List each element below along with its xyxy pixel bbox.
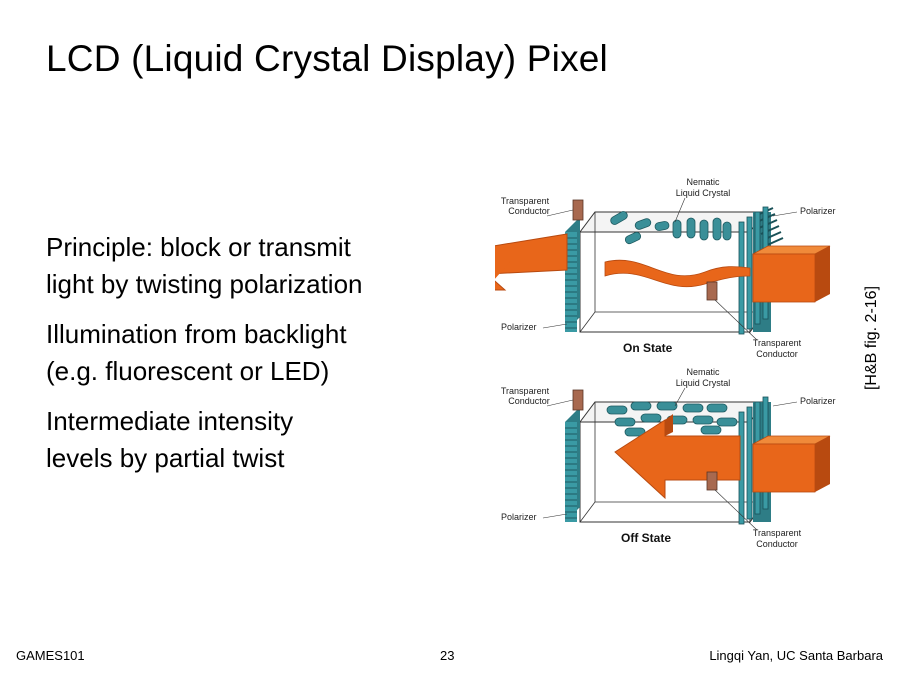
left-polarizer — [565, 407, 580, 522]
footer-page-number: 23 — [440, 648, 455, 663]
label-on-state: On State — [623, 341, 673, 355]
figure-citation: [H&B fig. 2-16] — [863, 285, 880, 391]
liquid-crystal-molecules — [606, 401, 738, 437]
label-polarizer-right: Polarizer — [800, 396, 836, 406]
bullet-text: Principle: block or transmit — [46, 232, 351, 262]
label-transparent-conductor: Conductor — [756, 539, 798, 549]
label-transparent-conductor: Transparent — [501, 196, 550, 206]
bullet-intensity: Intermediate intensity levels by partial… — [46, 403, 466, 477]
label-nematic: Nematic — [686, 367, 720, 377]
incoming-backlight-block — [752, 435, 831, 493]
liquid-crystal-molecules — [610, 211, 732, 245]
label-transparent-conductor: Transparent — [753, 338, 802, 348]
transparent-conductor-top — [572, 199, 584, 221]
label-liquid-crystal: Liquid Crystal — [676, 378, 731, 388]
footer-course: GAMES101 — [16, 648, 85, 663]
label-polarizer-right: Polarizer — [800, 206, 836, 216]
bullet-principle: Principle: block or transmit light by tw… — [46, 229, 466, 303]
transparent-conductor-bottom — [706, 471, 718, 491]
incoming-light-arrow — [495, 233, 568, 291]
label-nematic: Nematic — [686, 177, 720, 187]
label-transparent-conductor: Transparent — [501, 386, 550, 396]
bullet-text: Intermediate intensity — [46, 406, 294, 436]
transmitted-light-block — [752, 245, 831, 303]
lcd-pixel-diagram: Transparent Conductor Nematic Liquid Cry… — [495, 172, 855, 557]
label-transparent-conductor: Conductor — [756, 349, 798, 359]
label-polarizer-left: Polarizer — [501, 512, 537, 522]
transparent-conductor-top — [572, 389, 584, 411]
bullet-text: (e.g. fluorescent or LED) — [46, 356, 330, 386]
label-off-state: Off State — [621, 531, 671, 545]
label-liquid-crystal: Liquid Crystal — [676, 188, 731, 198]
label-transparent-conductor: Transparent — [753, 528, 802, 538]
off-state-panel: Transparent Conductor Nematic Liquid Cry… — [501, 367, 836, 549]
transparent-conductor-bottom — [706, 281, 718, 301]
label-polarizer-left: Polarizer — [501, 322, 537, 332]
label-transparent-conductor: Conductor — [508, 396, 550, 406]
bullet-text: light by twisting polarization — [46, 269, 363, 299]
lcd-diagram-svg: Transparent Conductor Nematic Liquid Cry… — [495, 177, 836, 549]
left-polarizer — [565, 217, 580, 332]
bullet-text: levels by partial twist — [46, 443, 285, 473]
bullet-illumination: Illumination from backlight (e.g. fluore… — [46, 316, 466, 390]
on-state-panel: Transparent Conductor Nematic Liquid Cry… — [495, 177, 836, 359]
bullet-text: Illumination from backlight — [46, 319, 347, 349]
footer-author: Lingqi Yan, UC Santa Barbara — [709, 648, 883, 663]
twisted-light-beam — [604, 259, 751, 288]
label-transparent-conductor: Conductor — [508, 206, 550, 216]
bullet-list: Principle: block or transmit light by tw… — [46, 229, 466, 490]
slide-title: LCD (Liquid Crystal Display) Pixel — [46, 38, 608, 79]
